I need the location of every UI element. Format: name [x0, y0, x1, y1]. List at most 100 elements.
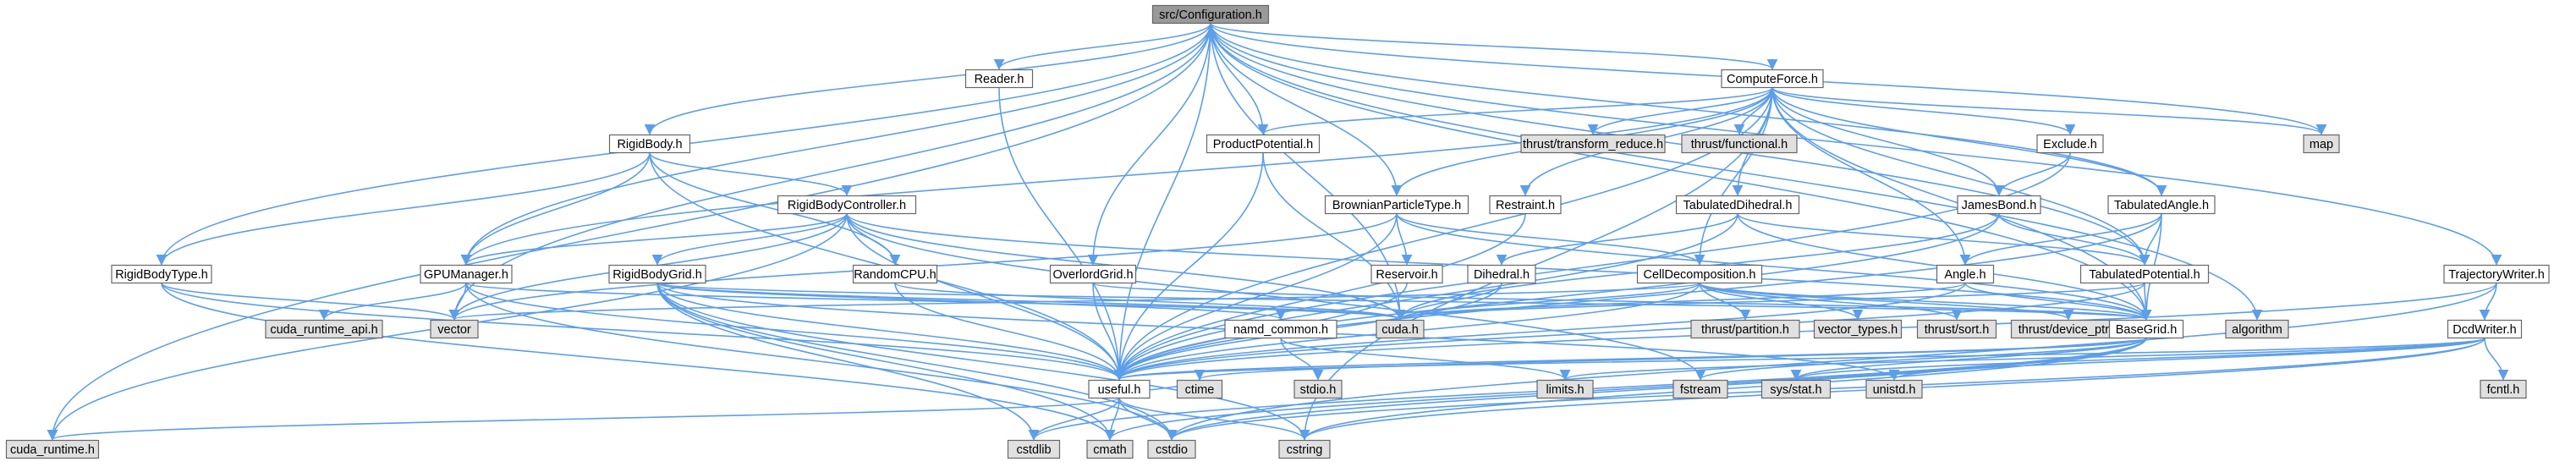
edge-celldecomposition-to-thrust_partition	[1699, 283, 1751, 321]
node-jamesbond[interactable]: JamesBond.h	[1957, 195, 2041, 215]
edge-computeforce-to-angle	[1771, 87, 1971, 266]
edge-config-to-computeforce	[1210, 22, 1778, 70]
node-label: cuda.h	[1381, 323, 1419, 337]
node-label: TabulatedAngle.h	[2114, 199, 2209, 212]
node-basegrid[interactable]: BaseGrid.h	[2108, 319, 2184, 339]
node-useful[interactable]: useful.h	[1088, 379, 1151, 399]
node-box	[1536, 379, 1594, 399]
node-config[interactable]: src/Configuration.h	[1151, 4, 1270, 25]
edge-rigidbodytype-to-useful	[161, 283, 1125, 381]
node-label: cmath	[1093, 443, 1127, 457]
edge-config-to-cuda_runtime	[47, 23, 1211, 441]
node-tabulateddihedral[interactable]: TabulatedDihedral.h	[1675, 195, 1800, 215]
edge-brownianparticletype-to-reservoir	[1396, 213, 1413, 266]
node-label: ComputeForce.h	[1727, 73, 1818, 86]
node-celldecomposition[interactable]: CellDecomposition.h	[1636, 264, 1763, 284]
node-box	[2079, 264, 2210, 284]
node-label: thrust/partition.h	[1701, 323, 1789, 337]
node-box	[1672, 379, 1728, 399]
node-vector: vector	[430, 319, 479, 339]
edge-jamesbond-to-tabulatedpotential	[1998, 213, 2150, 266]
edge-dcdwriter-to-limits	[1560, 337, 2485, 381]
node-restraint[interactable]: Restraint.h	[1489, 195, 1562, 215]
node-computeforce[interactable]: ComputeForce.h	[1721, 69, 1824, 89]
edge-config-to-gpumanager	[460, 23, 1211, 266]
node-dihedral[interactable]: Dihedral.h	[1467, 264, 1536, 284]
edge-rigidbody-to-rigidbodytype	[156, 152, 651, 266]
edge-randomcpu-to-useful	[894, 283, 1125, 381]
node-thrust-device-ptr: thrust/device_ptr.h	[2010, 319, 2127, 339]
node-box	[1520, 134, 1666, 154]
node-tabulatedangle[interactable]: TabulatedAngle.h	[2107, 195, 2216, 215]
node-box	[1007, 439, 1061, 459]
node-label: Dihedral.h	[1474, 268, 1530, 282]
node-dcdwriter[interactable]: DcdWriter.h	[2447, 319, 2523, 339]
node-tabulatedpotential[interactable]: TabulatedPotential.h	[2079, 264, 2210, 284]
node-box	[1489, 195, 1562, 215]
node-sys-stat: sys/stat.h	[1760, 379, 1832, 399]
edge-config-to-overlordgrid	[1087, 23, 1211, 266]
node-trajectorywriter[interactable]: TrajectoryWriter.h	[2443, 264, 2550, 284]
node-label: ctime	[1185, 383, 1215, 397]
edge-computeforce-to-productpotential	[1257, 86, 1773, 135]
node-unistd: unistd.h	[1865, 379, 1923, 399]
node-overlordgrid[interactable]: OverlordGrid.h	[1049, 264, 1137, 284]
node-rigidbodycontroller[interactable]: RigidBodyController.h	[777, 195, 917, 215]
node-box	[1088, 379, 1151, 399]
node-box	[1760, 379, 1832, 399]
edge-computeforce-to-map	[1771, 86, 2327, 135]
node-cuda-runtime: cuda_runtime.h	[5, 439, 100, 459]
edge-exclude-to-jamesbond	[1993, 152, 2071, 196]
node-rigidbody[interactable]: RigidBody.h	[608, 134, 691, 154]
node-box	[608, 264, 706, 284]
edge-productpotential-to-useful	[1113, 152, 1264, 381]
node-label: stdio.h	[1300, 383, 1337, 397]
edge-dcdwriter-to-useful	[1114, 337, 2485, 381]
node-label: JamesBond.h	[1962, 199, 2037, 212]
edge-brownianparticletype-to-basegrid	[1396, 213, 2152, 321]
node-label: cstring	[1287, 443, 1323, 457]
node-rigidbodygrid[interactable]: RigidBodyGrid.h	[608, 264, 706, 284]
node-reader[interactable]: Reader.h	[964, 69, 1034, 89]
node-box	[1957, 195, 2041, 215]
node-label: CellDecomposition.h	[1644, 268, 1756, 282]
node-box	[1293, 379, 1343, 399]
edge-config-to-productpotential	[1210, 23, 1269, 135]
node-box	[2107, 195, 2216, 215]
node-brownianparticletype[interactable]: BrownianParticleType.h	[1324, 195, 1469, 215]
edge-overlordgrid-to-useful	[1092, 283, 1125, 381]
node-map: map	[2303, 134, 2340, 154]
node-label: map	[2310, 138, 2333, 151]
node-angle[interactable]: Angle.h	[1936, 264, 1995, 284]
node-thrust-sort: thrust/sort.h	[1916, 319, 1997, 339]
node-label: BrownianParticleType.h	[1332, 199, 1461, 212]
edge-angle-to-useful	[1113, 283, 1966, 381]
node-algorithm: algorithm	[2225, 319, 2289, 339]
node-namd-common[interactable]: namd_common.h	[1224, 319, 1337, 339]
node-reservoir[interactable]: Reservoir.h	[1370, 264, 1443, 284]
node-box	[1675, 195, 1800, 215]
edge-trajectorywriter-to-cstdio	[1166, 283, 2497, 441]
node-randomcpu[interactable]: RandomCPU.h	[852, 264, 938, 284]
node-rigidbodytype[interactable]: RigidBodyType.h	[111, 264, 212, 284]
edge-reader-to-useful	[998, 87, 1125, 381]
node-cstdio: cstdio	[1147, 439, 1196, 459]
node-box	[2443, 264, 2550, 284]
node-fcntl: fcntl.h	[2480, 379, 2527, 399]
edge-tabulateddihedral-to-tabulatedpotential	[1737, 213, 2150, 266]
edge-brownianparticletype-to-celldecomposition	[1396, 213, 1705, 266]
edge-rigidbodygrid-to-cstdio	[656, 283, 1178, 441]
edge-tabulateddihedral-to-dihedral	[1496, 213, 1738, 266]
node-label: thrust/functional.h	[1691, 138, 1788, 151]
edge-tabulatedpotential-to-useful	[1113, 283, 2145, 381]
node-fstream: fstream	[1672, 379, 1728, 399]
node-gpumanager[interactable]: GPUManager.h	[420, 264, 513, 284]
edge-rigidbodycontroller-to-fstream	[846, 213, 1706, 381]
node-cuda: cuda.h	[1376, 319, 1425, 339]
node-exclude[interactable]: Exclude.h	[2036, 134, 2104, 154]
edge-gpumanager-to-useful	[465, 283, 1125, 381]
edge-celldecomposition-to-vector	[449, 282, 1700, 321]
node-productpotential[interactable]: ProductPotential.h	[1206, 134, 1321, 154]
